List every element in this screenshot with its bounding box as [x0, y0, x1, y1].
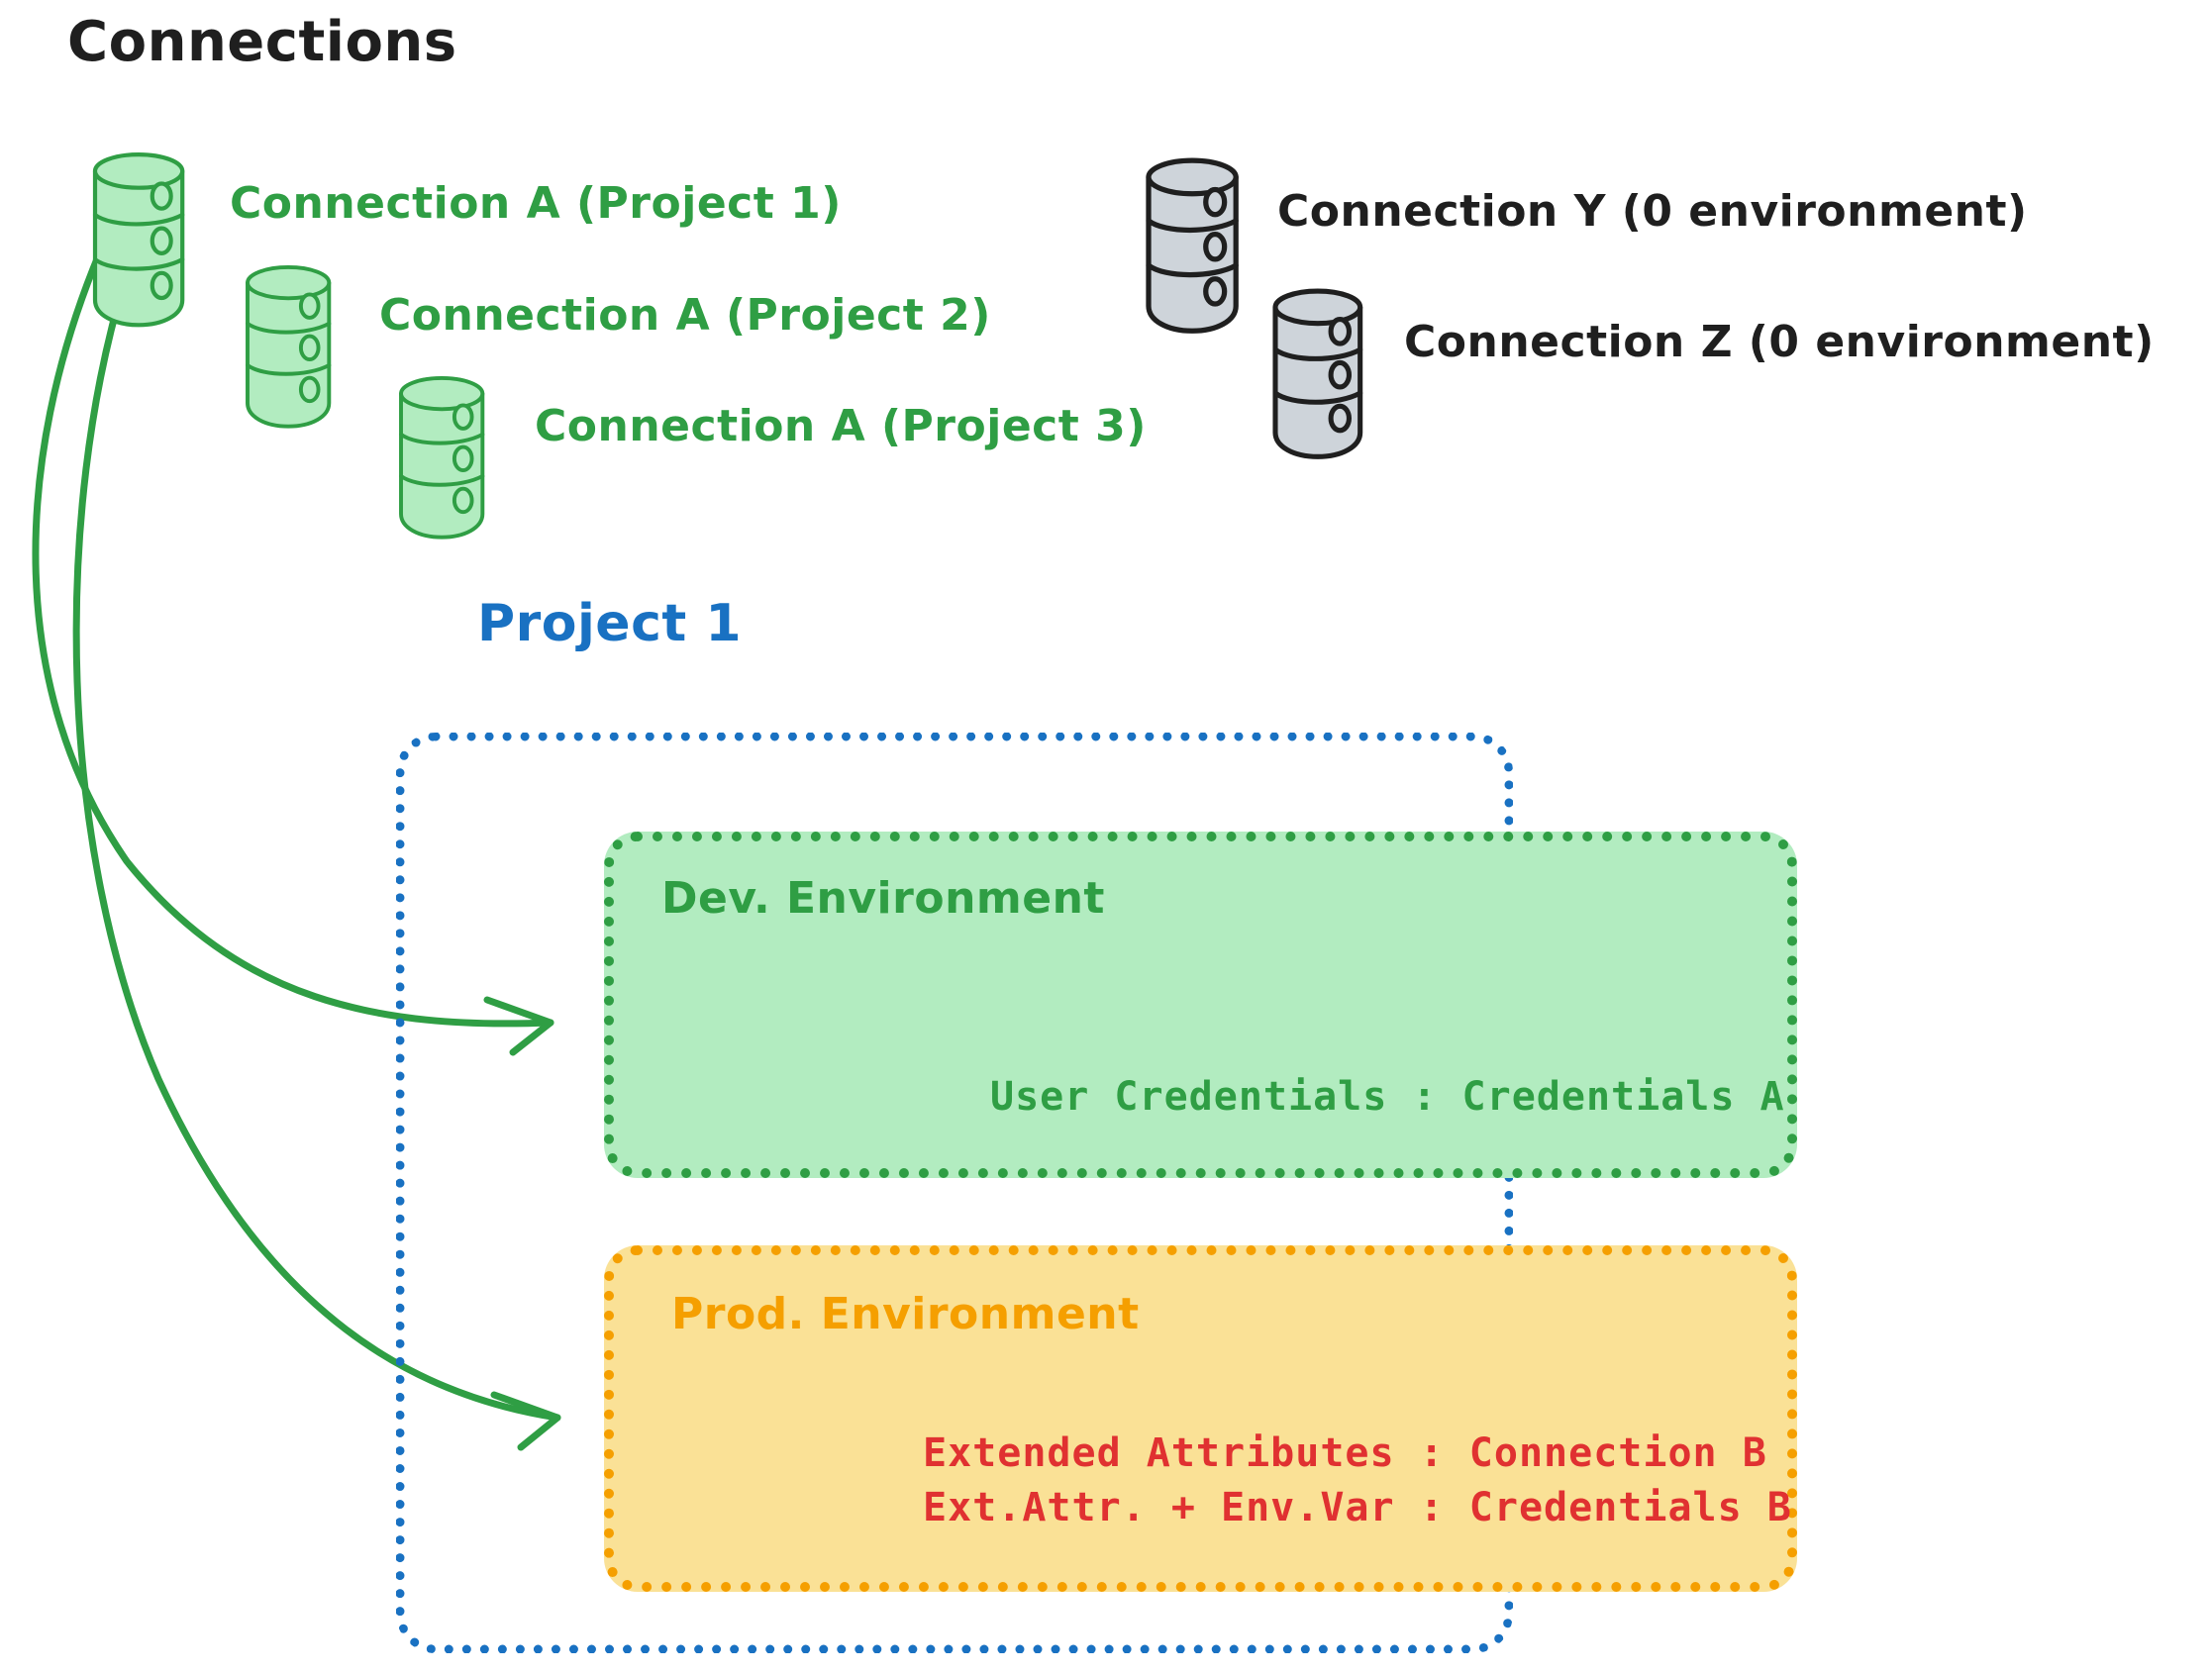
dev-environment-box	[604, 832, 1797, 1178]
database-icon-connection-z	[1275, 291, 1360, 456]
dev-environment-entry: User Credentials : Credentials A	[990, 1074, 1785, 1120]
connection-label-a-project-3: Connection A (Project 3)	[535, 401, 1147, 451]
prod-environment-box	[604, 1245, 1797, 1592]
arrow-to-prod-environment	[72, 270, 561, 1422]
prod-environment-entry-2: Ext.Attr. + Env.Var : Credentials B	[923, 1485, 1792, 1530]
database-icon-connection-a-project-1	[95, 154, 182, 325]
database-icon-connection-a-project-3	[399, 375, 485, 540]
database-icon-connection-y	[1149, 160, 1236, 331]
database-icon-connection-a-project-2	[246, 264, 332, 429]
arrow-to-dev-environment	[32, 246, 554, 1028]
project-container	[396, 733, 1513, 1653]
connection-label-y: Connection Y (0 environment)	[1277, 186, 2028, 237]
connection-label-a-project-2: Connection A (Project 2)	[379, 290, 991, 341]
project-title: Project 1	[477, 594, 743, 653]
dev-environment-title: Dev. Environment	[661, 873, 1105, 924]
connection-label-z: Connection Z (0 environment)	[1404, 317, 2155, 367]
arrow-to-dev-head	[483, 996, 554, 1056]
prod-environment-entry-1: Extended Attributes : Connection B	[923, 1430, 1767, 1476]
connection-label-a-project-1: Connection A (Project 1)	[230, 178, 842, 229]
prod-environment-title: Prod. Environment	[671, 1289, 1140, 1339]
arrow-to-prod-head	[490, 1391, 561, 1451]
page-title: Connections	[67, 10, 457, 74]
